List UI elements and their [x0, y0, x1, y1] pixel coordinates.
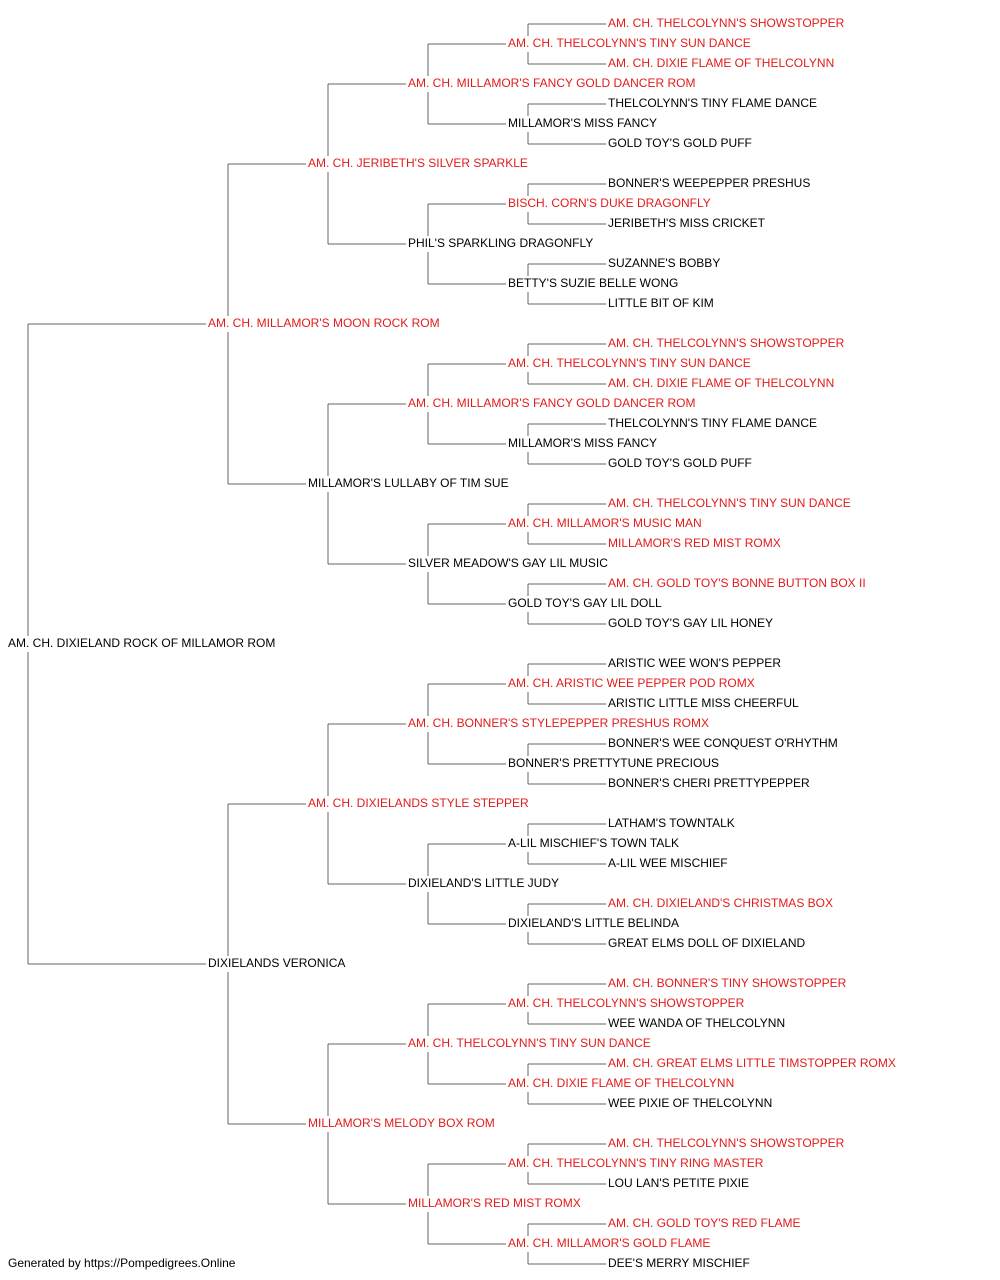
dog-name-gen4[interactable]: MILLAMOR'S MISS FANCY [508, 116, 657, 130]
dog-name-gen5[interactable]: LATHAM'S TOWNTALK [608, 816, 735, 830]
dog-name-gen4[interactable]: AM. CH. DIXIE FLAME OF THELCOLYNN [508, 1076, 734, 1090]
dog-name-gen5[interactable]: LOU LAN'S PETITE PIXIE [608, 1176, 749, 1190]
dog-name-gen5[interactable]: BONNER'S CHERI PRETTYPEPPER [608, 776, 810, 790]
dog-name-gen3[interactable]: PHIL'S SPARKLING DRAGONFLY [408, 236, 593, 250]
dog-name-gen5[interactable]: LITTLE BIT OF KIM [608, 296, 714, 310]
dog-name-gen5[interactable]: GOLD TOY'S GAY LIL HONEY [608, 616, 773, 630]
dog-name-gen5[interactable]: AM. CH. GREAT ELMS LITTLE TIMSTOPPER ROM… [608, 1056, 896, 1070]
dog-name-gen5[interactable]: SUZANNE'S BOBBY [608, 256, 720, 270]
dog-name-gen5[interactable]: GREAT ELMS DOLL OF DIXIELAND [608, 936, 805, 950]
dog-name-gen0[interactable]: AM. CH. DIXIELAND ROCK OF MILLAMOR ROM [8, 636, 275, 650]
footer-credit: Generated by https://Pompedigrees.Online [8, 1256, 236, 1270]
dog-name-gen5[interactable]: ARISTIC WEE WON'S PEPPER [608, 656, 781, 670]
dog-name-gen5[interactable]: JERIBETH'S MISS CRICKET [608, 216, 766, 230]
dog-name-gen5[interactable]: WEE PIXIE OF THELCOLYNN [608, 1096, 772, 1110]
dog-name-gen2[interactable]: MILLAMOR'S MELODY BOX ROM [308, 1116, 495, 1130]
dog-name-gen4[interactable]: AM. CH. THELCOLYNN'S TINY RING MASTER [508, 1156, 764, 1170]
dog-name-gen5[interactable]: AM. CH. THELCOLYNN'S TINY SUN DANCE [608, 496, 851, 510]
dog-name-gen4[interactable]: AM. CH. THELCOLYNN'S SHOWSTOPPER [508, 996, 745, 1010]
dog-name-gen5[interactable]: MILLAMOR'S RED MIST ROMX [608, 536, 781, 550]
dog-name-gen5[interactable]: AM. CH. DIXIE FLAME OF THELCOLYNN [608, 56, 834, 70]
dog-name-gen4[interactable]: BETTY'S SUZIE BELLE WONG [508, 276, 678, 290]
dog-name-gen3[interactable]: DIXIELAND'S LITTLE JUDY [408, 876, 559, 890]
dog-name-gen5[interactable]: THELCOLYNN'S TINY FLAME DANCE [608, 96, 817, 110]
dog-name-gen5[interactable]: BONNER'S WEEPEPPER PRESHUS [608, 176, 810, 190]
dog-name-gen5[interactable]: THELCOLYNN'S TINY FLAME DANCE [608, 416, 817, 430]
dog-name-gen4[interactable]: MILLAMOR'S MISS FANCY [508, 436, 657, 450]
dog-name-gen5[interactable]: AM. CH. THELCOLYNN'S SHOWSTOPPER [608, 16, 845, 30]
dog-name-gen2[interactable]: AM. CH. JERIBETH'S SILVER SPARKLE [308, 156, 528, 170]
dog-name-gen5[interactable]: AM. CH. THELCOLYNN'S SHOWSTOPPER [608, 336, 845, 350]
dog-name-gen4[interactable]: AM. CH. MILLAMOR'S MUSIC MAN [508, 516, 702, 530]
dog-name-gen5[interactable]: AM. CH. DIXIE FLAME OF THELCOLYNN [608, 376, 834, 390]
dog-name-gen3[interactable]: AM. CH. MILLAMOR'S FANCY GOLD DANCER ROM [408, 396, 695, 410]
dog-name-gen5[interactable]: AM. CH. DIXIELAND'S CHRISTMAS BOX [608, 896, 833, 910]
dog-name-gen5[interactable]: A-LIL WEE MISCHIEF [608, 856, 728, 870]
dog-name-gen4[interactable]: DIXIELAND'S LITTLE BELINDA [508, 916, 679, 930]
dog-name-gen3[interactable]: AM. CH. BONNER'S STYLEPEPPER PRESHUS ROM… [408, 716, 709, 730]
dog-name-gen1[interactable]: AM. CH. MILLAMOR'S MOON ROCK ROM [208, 316, 440, 330]
dog-name-gen4[interactable]: A-LIL MISCHIEF'S TOWN TALK [508, 836, 679, 850]
dog-name-gen5[interactable]: GOLD TOY'S GOLD PUFF [608, 136, 752, 150]
dog-name-gen3[interactable]: MILLAMOR'S RED MIST ROMX [408, 1196, 581, 1210]
dog-name-gen5[interactable]: AM. CH. GOLD TOY'S BONNE BUTTON BOX II [608, 576, 866, 590]
dog-name-gen5[interactable]: AM. CH. THELCOLYNN'S SHOWSTOPPER [608, 1136, 845, 1150]
dog-name-gen4[interactable]: AM. CH. THELCOLYNN'S TINY SUN DANCE [508, 36, 751, 50]
dog-name-gen5[interactable]: AM. CH. BONNER'S TINY SHOWSTOPPER [608, 976, 847, 990]
dog-name-gen3[interactable]: SILVER MEADOW'S GAY LIL MUSIC [408, 556, 608, 570]
dog-name-gen4[interactable]: GOLD TOY'S GAY LIL DOLL [508, 596, 662, 610]
dog-name-gen5[interactable]: BONNER'S WEE CONQUEST O'RHYTHM [608, 736, 838, 750]
dog-name-gen5[interactable]: GOLD TOY'S GOLD PUFF [608, 456, 752, 470]
dog-name-gen4[interactable]: BONNER'S PRETTYTUNE PRECIOUS [508, 756, 719, 770]
dog-name-gen5[interactable]: DEE'S MERRY MISCHIEF [608, 1256, 750, 1270]
dog-name-gen3[interactable]: AM. CH. THELCOLYNN'S TINY SUN DANCE [408, 1036, 651, 1050]
dog-name-gen1[interactable]: DIXIELANDS VERONICA [208, 956, 345, 970]
dog-name-gen3[interactable]: AM. CH. MILLAMOR'S FANCY GOLD DANCER ROM [408, 76, 695, 90]
dog-name-gen4[interactable]: AM. CH. THELCOLYNN'S TINY SUN DANCE [508, 356, 751, 370]
dog-name-gen4[interactable]: AM. CH. MILLAMOR'S GOLD FLAME [508, 1236, 710, 1250]
dog-name-gen2[interactable]: AM. CH. DIXIELANDS STYLE STEPPER [308, 796, 529, 810]
dog-name-gen5[interactable]: ARISTIC LITTLE MISS CHEERFUL [608, 696, 799, 710]
dog-name-gen4[interactable]: BISCH. CORN'S DUKE DRAGONFLY [508, 196, 711, 210]
dog-name-gen5[interactable]: WEE WANDA OF THELCOLYNN [608, 1016, 785, 1030]
dog-name-gen2[interactable]: MILLAMOR'S LULLABY OF TIM SUE [308, 476, 509, 490]
dog-name-gen5[interactable]: AM. CH. GOLD TOY'S RED FLAME [608, 1216, 801, 1230]
dog-name-gen4[interactable]: AM. CH. ARISTIC WEE PEPPER POD ROMX [508, 676, 755, 690]
